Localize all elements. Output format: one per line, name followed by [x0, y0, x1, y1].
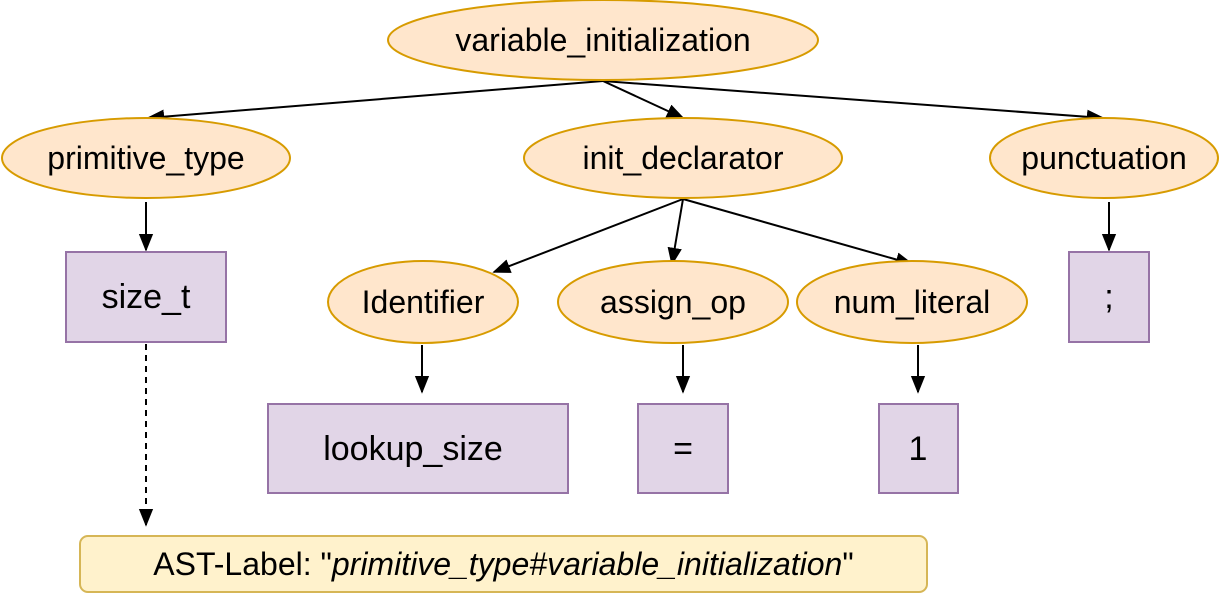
leaf-semicolon-label: ; — [1104, 278, 1113, 316]
leaf-size-t-label: size_t — [102, 278, 191, 316]
leaf-equals-box — [637, 403, 729, 494]
node-root: variable_initialization — [387, 0, 819, 81]
leaf-lookup-size-label: lookup_size — [323, 430, 503, 468]
node-primitive-type-label: primitive_type — [47, 140, 244, 176]
node-identifier-shape — [327, 260, 519, 344]
node-num-literal: num_literal — [796, 260, 1028, 344]
node-assign-op-shape — [557, 260, 789, 344]
ast-label-value: primitive_type#variable_initialization — [331, 545, 843, 582]
node-identifier-label: Identifier — [362, 284, 485, 320]
node-init-declarator-shape — [523, 117, 843, 199]
node-primitive-type-shape — [1, 117, 291, 199]
leaf-one: 1 — [878, 403, 959, 494]
node-punctuation-shape — [989, 117, 1219, 199]
edge-root-to-primitive-type — [146, 80, 604, 124]
leaf-equals-label: = — [673, 430, 693, 468]
edge-init-declarator-to-identifier — [492, 198, 684, 273]
node-assign-op: assign_op — [557, 260, 789, 344]
leaf-equals: = — [637, 403, 729, 494]
leaf-one-box — [878, 403, 959, 494]
edges — [138, 80, 1117, 527]
node-root-shape — [387, 0, 819, 81]
leaf-size-t: size_t — [65, 251, 227, 343]
edge-root-to-init-declarator — [602, 80, 685, 119]
node-num-literal-shape — [796, 260, 1028, 344]
node-assign-op-label: assign_op — [600, 284, 746, 320]
leaf-lookup-size-box — [267, 403, 569, 494]
node-punctuation: punctuation — [989, 117, 1219, 199]
leaf-lookup-size: lookup_size — [267, 403, 569, 494]
node-punctuation-label: punctuation — [1021, 140, 1186, 176]
edge-init-declarator-to-num-literal — [682, 198, 914, 267]
edge-root-to-punctuation — [602, 80, 1105, 124]
ast-label-prefix: AST-Label: " — [153, 545, 332, 582]
leaf-one-label: 1 — [909, 430, 928, 468]
node-primitive-type: primitive_type — [1, 117, 291, 199]
leaf-semicolon-box — [1068, 251, 1150, 343]
node-identifier: Identifier — [327, 260, 519, 344]
edge-init-declarator-to-assign-op — [667, 198, 684, 266]
leaf-size-t-box — [65, 251, 227, 343]
node-root-label: variable_initialization — [455, 22, 750, 58]
ast-label-suffix: " — [842, 545, 854, 582]
node-num-literal-label: num_literal — [834, 284, 991, 320]
leaf-semicolon: ; — [1068, 251, 1150, 343]
node-init-declarator-label: init_declarator — [583, 140, 784, 176]
ast-label-box: AST-Label: "primitive_type#variable_init… — [79, 535, 928, 593]
node-init-declarator: init_declarator — [523, 117, 843, 199]
